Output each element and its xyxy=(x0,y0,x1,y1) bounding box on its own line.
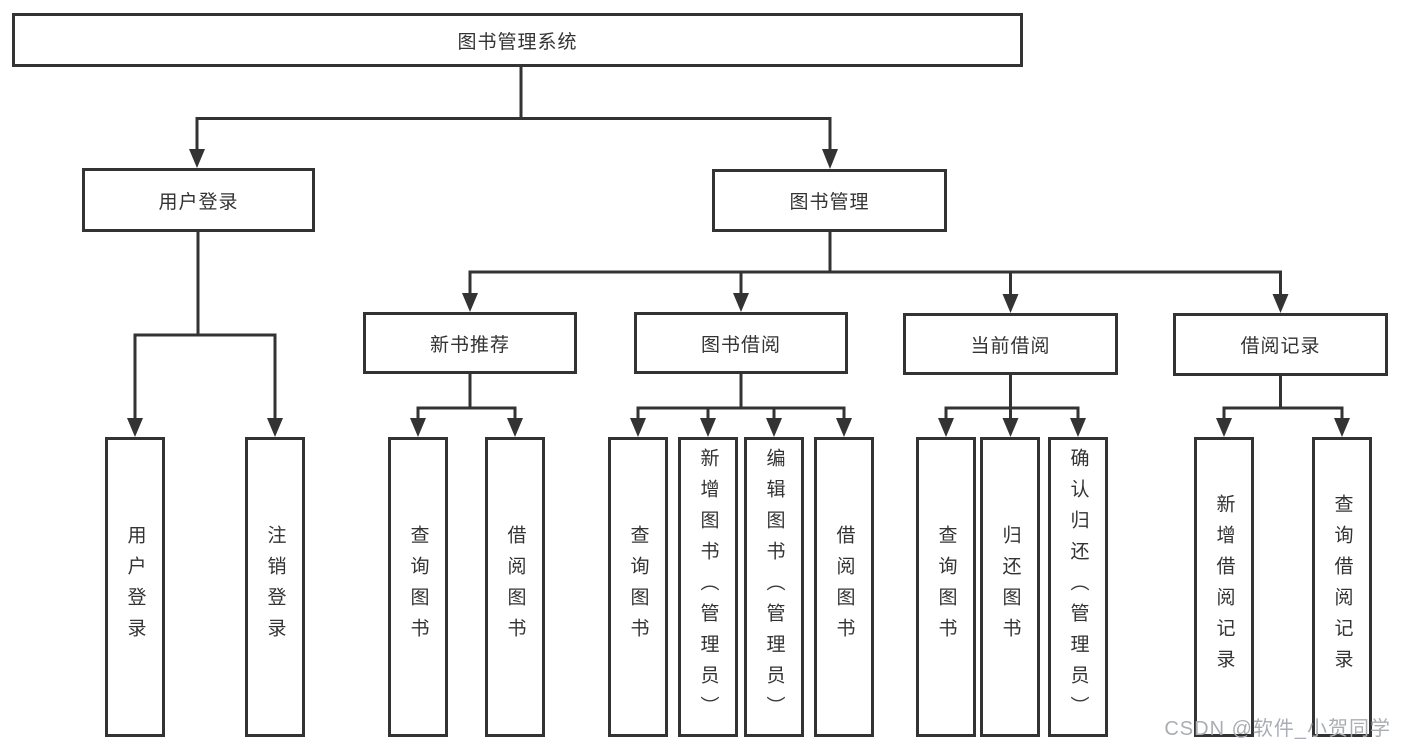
csdn-watermark: CSDN @软件_小贺同学 xyxy=(1164,718,1391,740)
arrow-down-icon xyxy=(700,418,716,437)
connector-book-borrowing xyxy=(630,374,852,437)
node-new-book-recommendation: 新书推荐 xyxy=(363,312,577,374)
arrow-down-icon xyxy=(938,418,954,437)
arrow-down-icon xyxy=(1002,294,1019,313)
node-book-borrowing: 图书借阅 xyxy=(634,312,848,374)
arrow-down-icon xyxy=(189,149,205,168)
arrow-down-icon xyxy=(836,418,852,437)
node-user-login: 用户登录 xyxy=(82,168,315,232)
connector-new-book-recommendation xyxy=(410,374,523,437)
leaf-label: 新增图书（管理员） xyxy=(697,447,719,727)
connector-borrowing-records xyxy=(1216,376,1350,437)
connector-current-borrowing xyxy=(938,375,1086,437)
node-current-borrowing: 当前借阅 xyxy=(903,313,1118,375)
arrow-down-icon xyxy=(733,293,749,312)
arrow-down-icon xyxy=(766,418,782,437)
leaf-user-login: 用户登录 xyxy=(105,437,165,737)
arrow-down-icon xyxy=(630,418,646,437)
leaf-records-add-record: 新增借阅记录 xyxy=(1194,437,1254,737)
leaf-label: 用户登录 xyxy=(124,525,146,649)
arrow-down-icon xyxy=(462,293,478,312)
connector-user-login xyxy=(127,232,283,437)
leaf-label: 归还图书 xyxy=(999,525,1021,649)
arrow-down-icon xyxy=(127,418,143,437)
leaf-label: 新增借阅记录 xyxy=(1213,494,1235,680)
leaf-borrow-query-books: 查询图书 xyxy=(608,437,668,737)
leaf-label: 查询图书 xyxy=(407,525,429,649)
leaf-label: 编辑图书（管理员） xyxy=(763,447,785,727)
leaf-recommend-query-books: 查询图书 xyxy=(388,437,448,737)
leaf-label: 查询图书 xyxy=(627,525,649,649)
node-label: 新书推荐 xyxy=(429,334,510,356)
node-book-management: 图书管理 xyxy=(712,169,947,232)
leaf-borrow-add-books-admin: 新增图书（管理员） xyxy=(678,437,738,737)
arrow-down-icon xyxy=(1216,418,1232,437)
connector-book-management xyxy=(462,232,1289,313)
arrow-down-icon xyxy=(410,418,426,437)
arrow-down-icon xyxy=(507,418,523,437)
leaf-label: 借阅图书 xyxy=(504,525,526,649)
node-root-system: 图书管理系统 xyxy=(12,13,1023,67)
leaf-label: 确认归还（管理员） xyxy=(1067,447,1089,727)
node-borrowing-records: 借阅记录 xyxy=(1173,313,1388,376)
leaf-borrow-edit-books-admin: 编辑图书（管理员） xyxy=(744,437,804,737)
leaf-label: 注销登录 xyxy=(264,525,286,649)
node-label: 当前借阅 xyxy=(970,335,1051,357)
arrow-down-icon xyxy=(1272,294,1289,313)
node-label: 借阅记录 xyxy=(1240,336,1321,357)
leaf-recommend-borrow-books: 借阅图书 xyxy=(485,437,545,737)
connector-root xyxy=(189,67,838,169)
leaf-label: 查询借阅记录 xyxy=(1331,494,1353,680)
leaf-logout-login: 注销登录 xyxy=(245,437,305,737)
node-label: 用户登录 xyxy=(158,191,239,213)
leaf-label: 借阅图书 xyxy=(833,525,855,649)
node-label: 图书借阅 xyxy=(700,334,781,356)
arrow-down-icon xyxy=(822,149,838,169)
leaf-label: 查询图书 xyxy=(935,525,957,649)
leaf-current-confirm-return-admin: 确认归还（管理员） xyxy=(1048,437,1108,737)
arrow-down-icon xyxy=(1070,418,1086,437)
node-label: 图书管理系统 xyxy=(457,31,578,53)
arrow-down-icon xyxy=(267,418,283,437)
leaf-borrow-borrow-books: 借阅图书 xyxy=(814,437,874,737)
arrow-down-icon xyxy=(1334,418,1350,437)
leaf-current-return-books: 归还图书 xyxy=(980,437,1040,737)
arrow-down-icon xyxy=(1002,418,1019,437)
node-label: 图书管理 xyxy=(789,192,870,213)
leaf-records-query-record: 查询借阅记录 xyxy=(1312,437,1372,737)
leaf-current-query-books: 查询图书 xyxy=(916,437,976,737)
